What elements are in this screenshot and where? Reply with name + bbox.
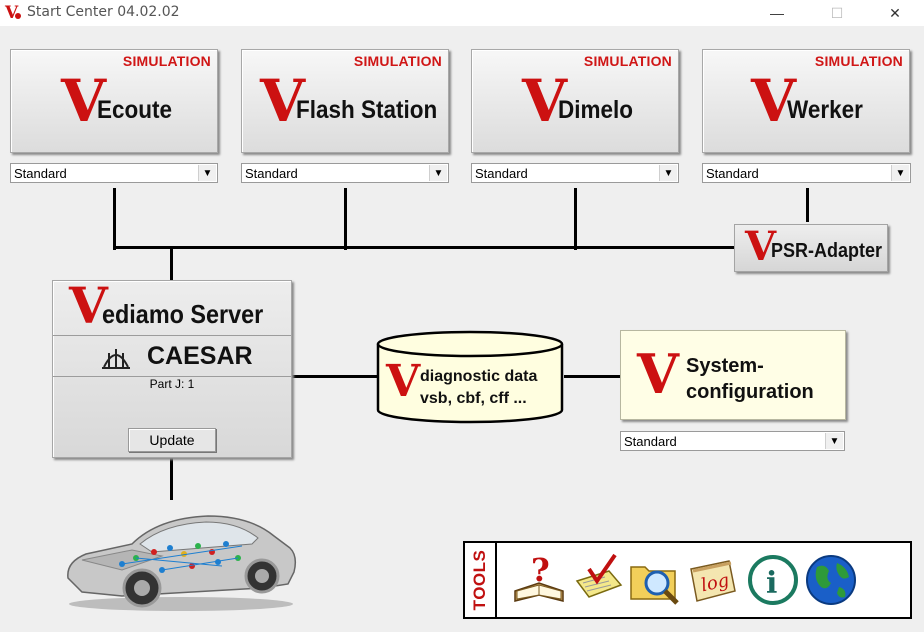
info-icon[interactable]: i [745,551,801,609]
divider [53,335,291,336]
simulation-badge: SIMULATION [814,53,903,69]
chevron-down-icon[interactable]: ▼ [825,433,843,449]
simulation-badge: SIMULATION [583,53,672,69]
connector-line [292,375,378,378]
tools-bar: TOOLS ? log i [463,541,912,619]
app-tile-werker[interactable]: SIMULATION V Werker [702,49,910,153]
checklist-icon[interactable] [569,551,625,609]
connector-line [344,188,347,250]
system-configuration-label: System- configuration [686,353,814,405]
v-logo: V [751,67,797,135]
window-title: Start Center 04.02.02 [27,4,180,20]
app-name: Werker [787,96,863,124]
database-label-line1: diagnostic data [420,368,538,385]
app-tile-flash-station[interactable]: SIMULATION V Flash Station [241,49,449,153]
globe-icon[interactable] [803,551,859,609]
folder-search-icon[interactable] [627,551,683,609]
diagnostic-database-icon[interactable] [376,330,564,424]
psr-adapter-tile[interactable]: V PSR-Adapter [734,224,888,272]
close-button[interactable]: ✕ [872,0,918,26]
log-icon[interactable]: log [685,551,741,609]
simulation-badge: SIMULATION [122,53,211,69]
connector-line [113,188,116,250]
chevron-down-icon[interactable]: ▼ [429,165,447,181]
vehicle-illustration [67,515,297,611]
app-name: Dimelo [558,96,634,124]
system-configuration-line2: configuration [686,381,814,403]
connector-line [564,375,620,378]
app-name: Ecoute [97,96,173,124]
psr-adapter-label: PSR-Adapter [771,240,883,262]
close-icon: ✕ [889,4,901,21]
minimize-button[interactable]: — [754,0,800,26]
server-name: ediamo Server [102,299,264,329]
maximize-icon: ☐ [830,4,844,21]
vediamo-server-panel: V ediamo Server CAESAR Part J: 1 Update [52,280,292,458]
connector-line [170,456,173,500]
tools-label: TOOLS [470,549,489,611]
v-logo: V [522,67,568,135]
connector-line [574,188,577,250]
dimelo-mode-select[interactable]: Standard ▼ [471,163,679,183]
caesar-emblem-icon [102,349,130,369]
connector-line [170,246,173,280]
app-tile-dimelo[interactable]: SIMULATION V Dimelo [471,49,679,153]
part-label: Part J: 1 [149,377,195,391]
chevron-down-icon[interactable]: ▼ [891,165,909,181]
v-logo: V [260,67,306,135]
maximize-button[interactable]: ☐ [814,0,860,26]
help-book-icon[interactable]: ? [511,551,567,609]
divider [53,376,291,377]
select-value: Standard [706,166,759,181]
connector-line [806,188,809,222]
app-name: Flash Station [296,96,438,124]
title-bar: V Start Center 04.02.02 — ☐ ✕ [0,0,924,26]
app-tile-ecoute[interactable]: SIMULATION V Ecoute [10,49,218,153]
update-button[interactable]: Update [128,428,216,452]
select-value: Standard [624,434,677,449]
werker-mode-select[interactable]: Standard ▼ [702,163,911,183]
system-configuration-select[interactable]: Standard ▼ [620,431,845,451]
app-logo-icon: V [4,3,21,21]
v-logo: V [637,342,679,406]
select-value: Standard [14,166,67,181]
database-label: diagnostic data vsb, cbf, cff ... [420,366,537,410]
select-value: Standard [245,166,298,181]
system-configuration-line1: System- [686,355,764,377]
v-logo: V [386,356,421,407]
v-logo: V [745,223,777,270]
minimize-icon: — [770,5,784,21]
flash-station-mode-select[interactable]: Standard ▼ [241,163,449,183]
bus-line [113,246,735,249]
svg-text:?: ? [531,551,550,589]
tools-label-box: TOOLS [465,543,497,617]
database-label-line2: vsb, cbf, cff ... [420,390,527,407]
chevron-down-icon[interactable]: ▼ [659,165,677,181]
caesar-label: CAESAR [147,342,253,370]
v-logo: V [69,276,108,335]
chevron-down-icon[interactable]: ▼ [198,165,216,181]
simulation-badge: SIMULATION [353,53,442,69]
system-configuration-tile[interactable]: V System- configuration [620,330,846,420]
select-value: Standard [475,166,528,181]
v-logo: V [61,67,107,135]
ecoute-mode-select[interactable]: Standard ▼ [10,163,218,183]
start-center-canvas: SIMULATION V Ecoute SIMULATION V Flash S… [0,26,924,632]
svg-text:i: i [766,566,777,601]
